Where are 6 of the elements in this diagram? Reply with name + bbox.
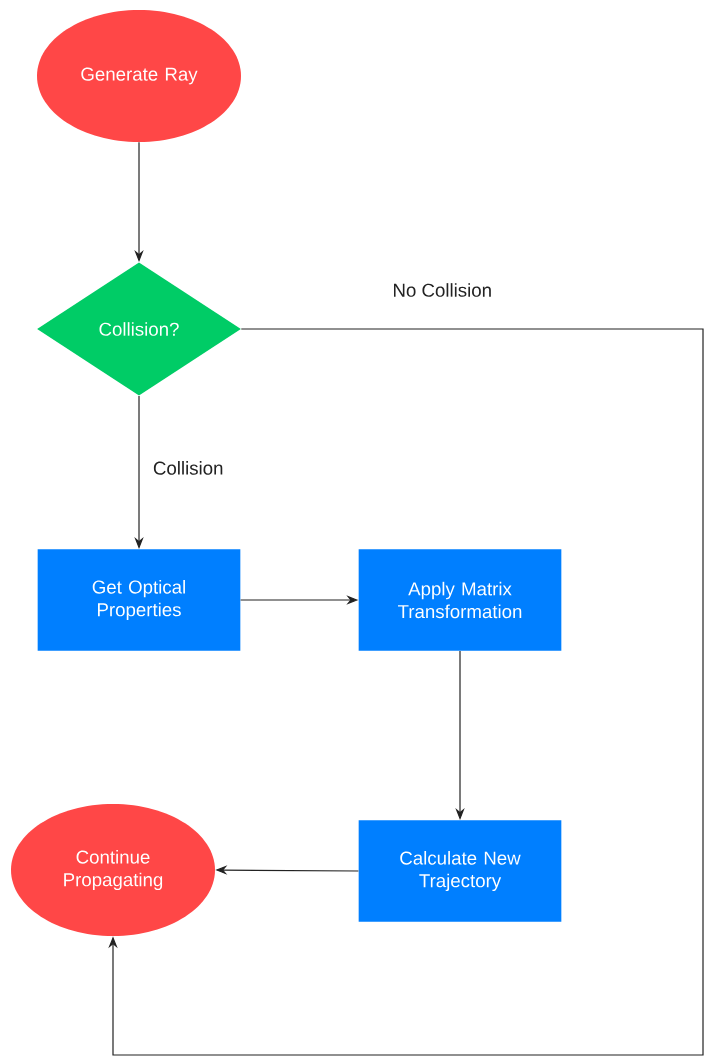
- edge-label: Collision: [150, 458, 227, 478]
- edge-label: No Collision: [389, 280, 495, 300]
- process-box: Get Optical Properties: [37, 549, 241, 651]
- process-box: Calculate New Trajectory: [358, 820, 562, 922]
- process-box: Apply Matrix Transformation: [358, 549, 562, 651]
- arrow: [108, 328, 704, 1056]
